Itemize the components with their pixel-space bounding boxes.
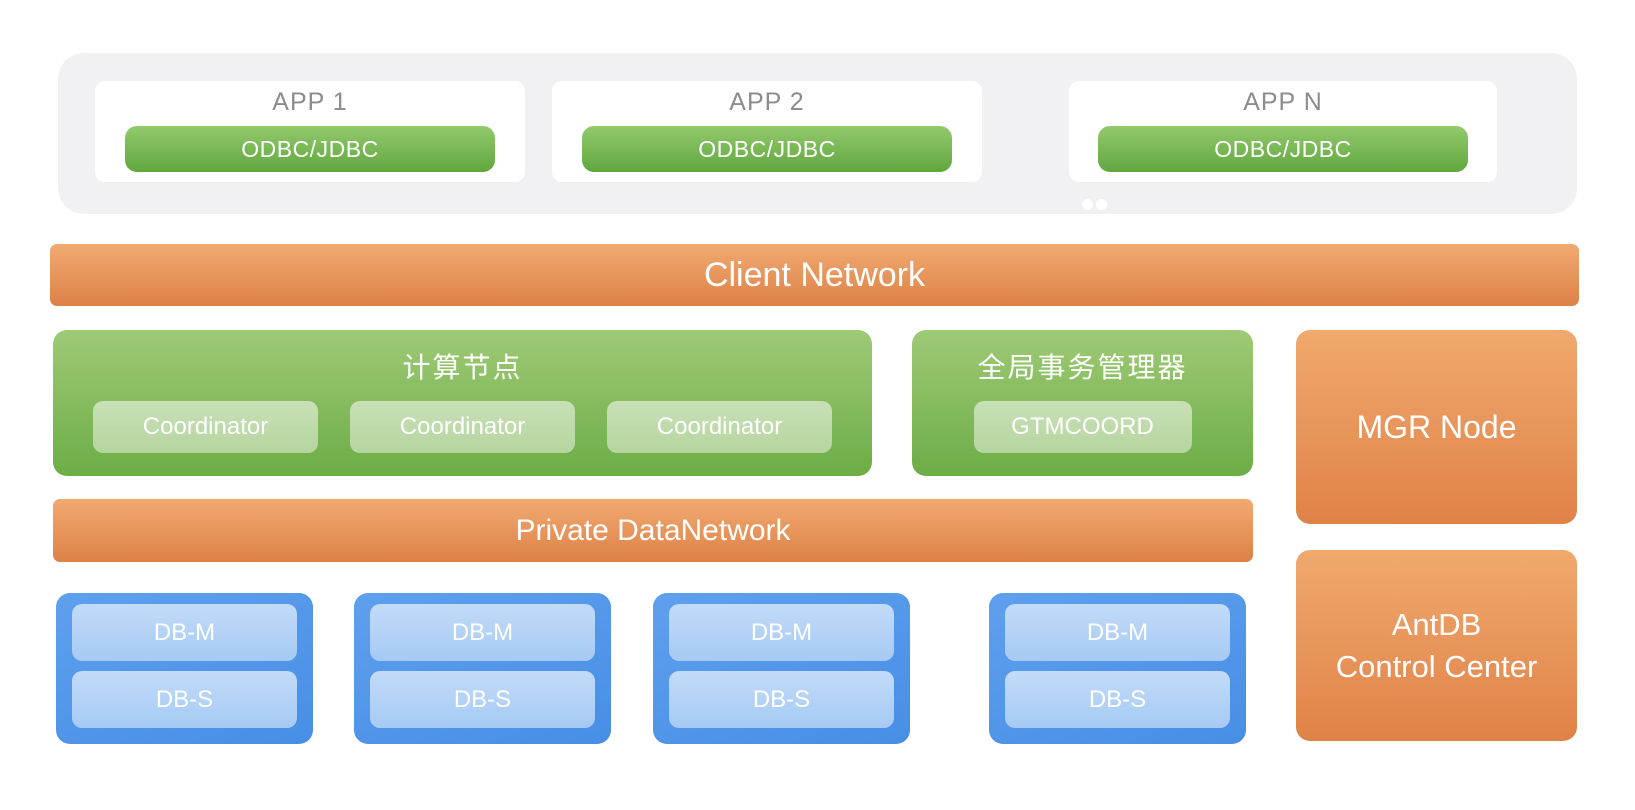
odbc-jdbc-badge: ODBC/JDBC <box>582 126 952 172</box>
data-node-group-1: DB-M DB-S <box>56 593 313 744</box>
antdb-control-center-box: AntDB Control Center <box>1296 550 1577 741</box>
control-center-line: Control Center <box>1335 648 1538 684</box>
db-master-badge: DB-M <box>72 604 297 661</box>
ellipsis-dot <box>1082 199 1093 210</box>
odbc-jdbc-badge: ODBC/JDBC <box>1098 126 1468 172</box>
client-network-bar: Client Network <box>50 244 1579 306</box>
db-master-badge: DB-M <box>370 604 595 661</box>
data-node-group-2: DB-M DB-S <box>354 593 611 744</box>
mgr-node-box: MGR Node <box>1296 330 1577 524</box>
db-slave-badge: DB-S <box>370 671 595 728</box>
db-slave-badge: DB-S <box>669 671 894 728</box>
coordinator-badge: Coordinator <box>607 401 832 453</box>
data-node-group-3: DB-M DB-S <box>653 593 910 744</box>
antdb-control-center-label: AntDB Control Center <box>1336 604 1538 688</box>
app-title: APP N <box>1243 88 1323 116</box>
db-master-badge: DB-M <box>669 604 894 661</box>
private-datanetwork-bar: Private DataNetwork <box>53 499 1253 562</box>
app-card-1: APP 1 ODBC/JDBC <box>95 81 525 182</box>
gtmcoord-badge: GTMCOORD <box>973 401 1192 453</box>
gtm-title: 全局事务管理器 <box>977 352 1188 383</box>
antdb-line: AntDB <box>1391 606 1482 642</box>
db-master-badge: DB-M <box>1005 604 1230 661</box>
data-node-group-4: DB-M DB-S <box>989 593 1246 744</box>
app-layer-container: APP 1 ODBC/JDBC APP 2 ODBC/JDBC APP N OD… <box>58 53 1577 266</box>
compute-node-title: 计算节点 <box>402 352 523 383</box>
odbc-jdbc-badge: ODBC/JDBC <box>125 126 495 172</box>
app-title: APP 2 <box>729 88 805 116</box>
compute-node-box: 计算节点 Coordinator Coordinator Coordinator <box>53 330 872 476</box>
coordinator-badge: Coordinator <box>350 401 575 453</box>
app-card-2: APP 2 ODBC/JDBC <box>552 81 982 182</box>
ellipsis-dot <box>1096 199 1107 210</box>
app-card-n: APP N ODBC/JDBC <box>1069 81 1497 182</box>
db-slave-badge: DB-S <box>72 671 297 728</box>
gtm-box: 全局事务管理器 GTMCOORD <box>912 330 1253 476</box>
app-title: APP 1 <box>272 88 348 116</box>
db-slave-badge: DB-S <box>1005 671 1230 728</box>
coordinator-badge: Coordinator <box>93 401 318 453</box>
